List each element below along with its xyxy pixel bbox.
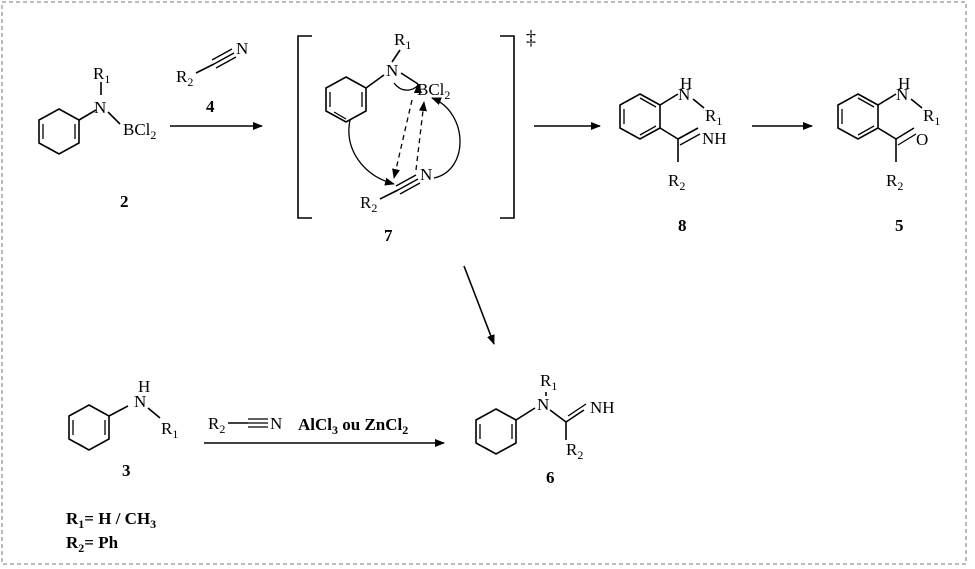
compound-6-number: 6 [546, 468, 555, 487]
legend-r2: R2= Ph [66, 533, 119, 555]
compound-4-r2-label: R2 [176, 67, 193, 89]
compound-5-r1-label: R1 [923, 106, 940, 128]
compound-6-r1-label: R1 [540, 371, 557, 393]
arrow-7-to-6 [463, 265, 495, 345]
compound-3-r1-label: R1 [161, 419, 178, 441]
compound-5-r2-label: R2 [886, 171, 903, 193]
substituent-legend: R1= H / CH3 R2= Ph [66, 509, 156, 555]
ts-r2-label: R2 [360, 193, 377, 215]
compound-8: H N R1 NH R2 8 [619, 74, 727, 235]
reagent-nitrile-n: N [270, 414, 282, 433]
compound-5-n-atom: N [896, 85, 908, 104]
ts-r1-label: R1 [394, 30, 411, 52]
compound-3-h-atom: H [138, 377, 150, 396]
compound-6-imine-nh: NH [590, 398, 615, 417]
compound-8-h-atom: H [680, 74, 692, 93]
reagents-3-to-6: R2 N AlCl3 ou ZnCl2 [208, 414, 408, 437]
compound-7-number: 7 [384, 226, 393, 245]
compound-2: N R1 BCl2 2 [38, 64, 156, 211]
legend-r1: R1= H / CH3 [66, 509, 156, 531]
compound-5-h-atom: H [898, 74, 910, 93]
compound-8-imine-nh: NH [702, 129, 727, 148]
compound-2-bcl2-group: BCl2 [123, 120, 156, 142]
compound-8-n-atom: N [678, 85, 690, 104]
compound-4-number: 4 [206, 97, 215, 116]
compound-2-number: 2 [120, 192, 129, 211]
compound-3-number: 3 [122, 461, 131, 480]
transition-state-7: ‡ N R1 BCl2 R2 N 7 [297, 27, 536, 245]
compound-2-n-atom: N [94, 98, 106, 117]
double-dagger-mark: ‡ [526, 27, 536, 49]
compound-5: H N R1 O R2 5 [837, 74, 940, 235]
compound-5-oxygen-atom: O [916, 130, 928, 149]
compound-8-number: 8 [678, 216, 687, 235]
compound-2-r1-label: R1 [93, 64, 110, 86]
ts-n-atom: N [386, 61, 398, 80]
compound-3: H N R1 3 [68, 377, 178, 480]
ts-bcl2-group: BCl2 [417, 80, 450, 102]
catalyst-label: AlCl3 ou ZnCl2 [298, 415, 408, 437]
compound-6: N R1 NH R2 6 [475, 371, 615, 487]
compound-6-n-atom: N [537, 395, 549, 414]
compound-6-r2-label: R2 [566, 440, 583, 462]
compound-8-r1-label: R1 [705, 106, 722, 128]
reagent-r2-label: R2 [208, 414, 225, 436]
compound-3-n-atom: N [134, 392, 146, 411]
compound-8-r2-label: R2 [668, 171, 685, 193]
compound-5-number: 5 [895, 216, 904, 235]
compound-4: R2 N 4 [176, 39, 248, 116]
compound-4-n-atom: N [236, 39, 248, 58]
ts-nitrile-n-atom: N [420, 165, 432, 184]
